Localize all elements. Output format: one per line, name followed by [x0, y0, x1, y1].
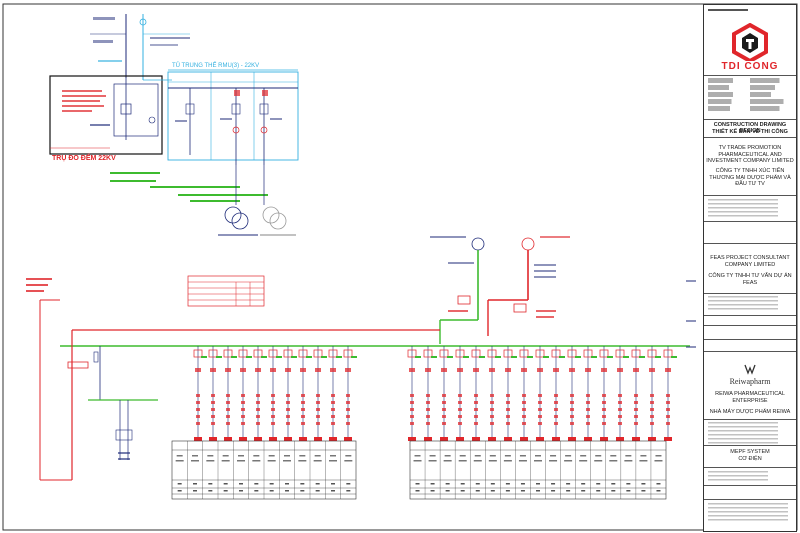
- rmu-switchgear: TỦ TRUNG THẾ RMU(3) - 22KV: [167, 62, 299, 165]
- metering-pole-label: TRỤ ĐO ĐẾM 22KV: [52, 152, 116, 162]
- feeder: [455, 346, 469, 441]
- incoming-line: [90, 14, 190, 80]
- feeder: [647, 346, 661, 441]
- main-busbar: [60, 345, 690, 347]
- system-vi: CƠ ĐIỆN: [738, 456, 762, 462]
- feeder: [253, 346, 267, 441]
- feeder: [631, 346, 645, 441]
- tdi-logo-icon: [732, 22, 768, 64]
- owner-name-en: TV TRADE PROMOTION PHARMACEUTICAL AND IN…: [706, 145, 794, 164]
- drawing-number: [708, 503, 788, 523]
- feeder: [268, 346, 282, 441]
- project-brand: Reiwapharm: [729, 377, 771, 386]
- feeder: [535, 346, 549, 441]
- system-en: MEPF SYSTEM: [730, 449, 770, 455]
- schedule-table-left: [171, 440, 357, 500]
- title-block: TDI CONG CONSTRUCTION DRAWING DESIGN THI…: [703, 4, 797, 532]
- feeder: [471, 346, 485, 441]
- tdi-logo: TDI CONG: [720, 22, 780, 72]
- tdi-logo-wordmark: TDI CONG: [721, 61, 779, 72]
- feeder: [313, 346, 327, 441]
- red-feeder-loop: [26, 278, 440, 481]
- feeder: [663, 346, 677, 441]
- feeder: [328, 346, 342, 441]
- owner-name-vi: CÔNG TY TNHH XÚC TIẾN THƯƠNG MẠI DƯỢC PH…: [709, 168, 791, 187]
- sheet-border: [2, 3, 798, 531]
- feeder: [487, 346, 501, 441]
- feeder: [551, 346, 565, 441]
- consultant-name-en: FEAS PROJECT CONSULTANT COMPANY LIMITED: [710, 255, 790, 268]
- feeder: [208, 346, 222, 441]
- feeder: [599, 346, 613, 441]
- load-table: [187, 275, 265, 307]
- feeder: [298, 346, 312, 441]
- feeder: [519, 346, 533, 441]
- rmu-label: TỦ TRUNG THẾ RMU(3) - 22KV: [172, 62, 259, 69]
- feeder: [283, 346, 297, 441]
- feeder: [238, 346, 252, 441]
- lv-incoming: [430, 236, 570, 344]
- project-name-en: REIWA PHARMACEUTICAL ENTERPRISE: [715, 391, 785, 404]
- feeder: [439, 346, 453, 441]
- project-address: [708, 422, 778, 444]
- metering-pole: TRỤ ĐO ĐẾM 22KV: [49, 75, 172, 162]
- feeder: [193, 346, 207, 441]
- feeders-group-a: [193, 346, 357, 441]
- drawing-title: [708, 471, 768, 483]
- right-notes: [686, 280, 696, 348]
- reiwa-logo-icon: [744, 364, 756, 375]
- rmu-notes: [110, 165, 296, 236]
- construction-title-en: CONSTRUCTION DRAWING DESIGN: [713, 122, 787, 134]
- feeder: [503, 346, 517, 441]
- tb-header-note: [708, 7, 792, 12]
- feeders-group-b: [407, 346, 677, 441]
- feeder: [407, 346, 421, 441]
- revision-table: [708, 78, 792, 118]
- owner-address: [708, 199, 778, 219]
- feeder: [567, 346, 581, 441]
- construction-title-vi: THIẾT KẾ BẢN VẼ THI CÔNG: [712, 129, 788, 135]
- schedule-table-right: [409, 440, 667, 500]
- consultant-address: [708, 296, 778, 312]
- project-name-vi: NHÀ MÁY DƯỢC PHẨM REIWA: [709, 409, 791, 415]
- feeder: [583, 346, 597, 441]
- feeder: [615, 346, 629, 441]
- left-db: [88, 346, 158, 460]
- feeder: [343, 346, 357, 441]
- feeder: [223, 346, 237, 441]
- feeder: [423, 346, 437, 441]
- consultant-name-vi: CÔNG TY TNHH TƯ VẤN DỰ ÁN FEAS: [708, 273, 792, 286]
